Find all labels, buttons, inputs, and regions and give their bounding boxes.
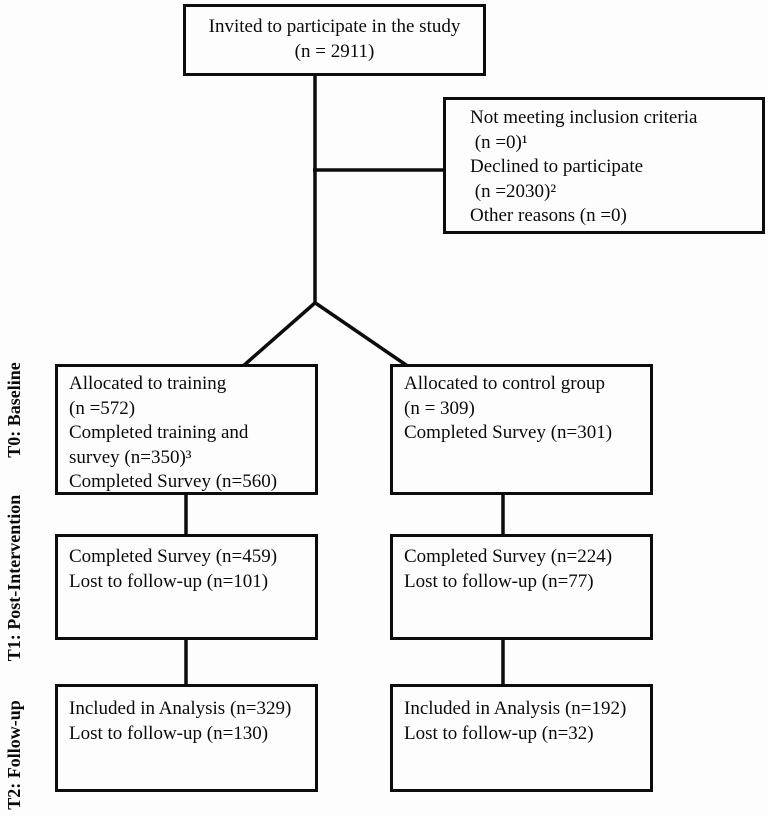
invited-line-2: (n = 2911) bbox=[294, 40, 375, 62]
exclusion-line-1: Not meeting inclusion criteria bbox=[470, 107, 698, 128]
t2-training-box: Included in Analysis (n=329) Lost to fol… bbox=[55, 684, 318, 792]
t2-training-line-1: Included in Analysis (n=329) bbox=[69, 698, 292, 719]
t0-training-line-5: Completed Survey (n=560) bbox=[69, 471, 278, 492]
t1-control-line-1: Completed Survey (n=224) bbox=[404, 546, 613, 567]
t1-training-box: Completed Survey (n=459) Lost to follow-… bbox=[55, 534, 318, 640]
t2-control-line-2: Lost to follow-up (n=32) bbox=[404, 722, 594, 744]
t2-training-line-2: Lost to follow-up (n=130) bbox=[69, 722, 269, 744]
t1-control-box: Completed Survey (n=224) Lost to follow-… bbox=[390, 534, 653, 640]
t2-control-line-1: Included in Analysis (n=192) bbox=[404, 698, 627, 719]
exclusion-line-5: Other reasons (n =0) bbox=[470, 205, 627, 226]
t0-training-line-4: survey (n=350)³ bbox=[69, 446, 192, 468]
t1-training-line-1: Completed Survey (n=459) bbox=[69, 546, 278, 567]
connector-fork-left bbox=[240, 300, 318, 369]
exclusion-box: Not meeting inclusion criteria (n =0)¹ D… bbox=[443, 97, 765, 234]
t0-control-line-1: Allocated to control group bbox=[404, 373, 606, 394]
t1-control-line-2: Lost to follow-up (n=77) bbox=[404, 570, 594, 592]
t0-training-line-2: (n =572) bbox=[69, 397, 136, 419]
t0-training-line-1: Allocated to training bbox=[69, 373, 227, 394]
timeline-label-t1-post-intervention: T1: Post-Intervention bbox=[4, 494, 24, 662]
t1-training-line-2: Lost to follow-up (n=101) bbox=[69, 570, 269, 592]
exclusion-line-2: (n =0)¹ bbox=[470, 131, 528, 153]
connector-fork-right bbox=[313, 300, 410, 369]
t2-control-box: Included in Analysis (n=192) Lost to fol… bbox=[390, 684, 653, 792]
invited-line-1: Invited to participate in the study bbox=[208, 16, 461, 37]
timeline-label-t0-baseline: T0: Baseline bbox=[4, 362, 24, 458]
exclusion-line-3: Declined to participate bbox=[470, 156, 644, 177]
t0-control-line-2: (n = 309) bbox=[404, 397, 475, 419]
t0-control-line-3: Completed Survey (n=301) bbox=[404, 422, 613, 443]
timeline-label-t2-follow-up: T2: Follow-up bbox=[4, 700, 24, 810]
allocated-training-box: Allocated to training (n =572) Completed… bbox=[55, 364, 318, 495]
invited-box: Invited to participate in the study (n =… bbox=[183, 4, 486, 76]
t0-training-line-3: Completed training and bbox=[69, 422, 249, 443]
allocated-control-box: Allocated to control group (n = 309) Com… bbox=[390, 364, 653, 495]
exclusion-line-4: (n =2030)² bbox=[470, 180, 557, 202]
